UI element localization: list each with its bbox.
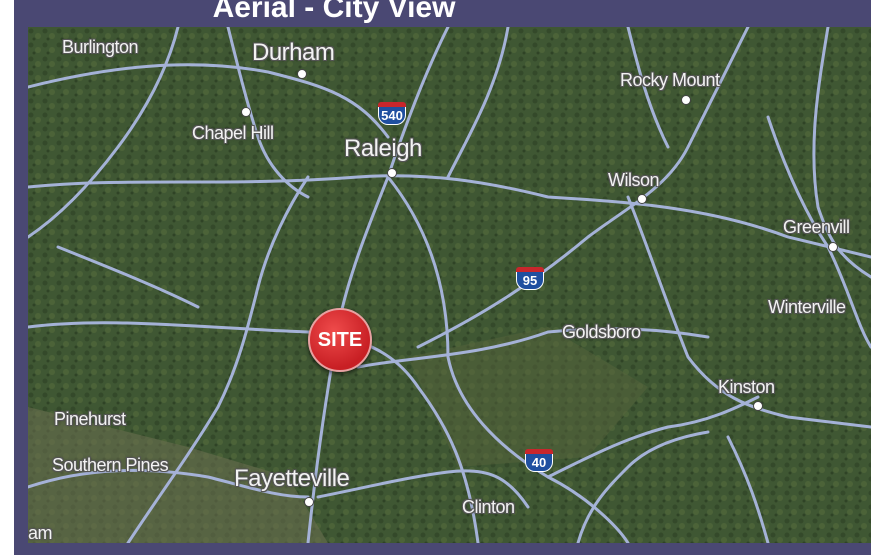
map-title: Aerial - City View: [212, 0, 456, 24]
city-dot-kinston: [753, 401, 763, 411]
city-label-rocky-mount: Rocky Mount: [620, 70, 720, 90]
city-dot-rocky-mount: [681, 95, 691, 105]
city-dot-fayetteville: [304, 497, 314, 507]
city-label-southern-pines: Southern Pines: [52, 455, 169, 475]
city-label-goldsboro: Goldsboro: [562, 322, 641, 342]
city-label-burlington: Burlington: [62, 37, 139, 57]
interstate-540-shield: 540: [378, 102, 406, 126]
interstate-40-number: 40: [525, 454, 553, 472]
city-label-wilson: Wilson: [608, 170, 660, 190]
city-label-greenville: Greenvill: [783, 217, 850, 237]
interstate-95-shield: 95: [516, 267, 544, 291]
city-dot-greenville: [828, 242, 838, 252]
city-label-durham: Durham: [252, 39, 335, 66]
aerial-map[interactable]: Burlington Durham Chapel Hill Raleigh Ro…: [28, 27, 871, 543]
city-dot-durham: [297, 69, 307, 79]
city-label-raleigh: Raleigh: [344, 135, 422, 162]
city-label-chapel-hill: Chapel Hill: [192, 123, 274, 143]
site-marker-label: SITE: [317, 328, 363, 351]
site-marker[interactable]: SITE: [308, 308, 372, 372]
city-dot-raleigh: [387, 168, 397, 178]
city-label-winterville: Winterville: [768, 297, 846, 317]
city-label-clinton: Clinton: [462, 497, 515, 517]
city-dot-wilson: [637, 194, 647, 204]
city-dot-chapel-hill: [241, 107, 251, 117]
city-label-edge: am: [28, 523, 53, 543]
interstate-95-number: 95: [516, 272, 544, 290]
city-label-kinston: Kinston: [718, 377, 775, 397]
interstate-540-number: 540: [378, 107, 406, 125]
city-label-fayetteville: Fayetteville: [234, 465, 350, 492]
map-terrain-roads: [28, 27, 871, 543]
city-label-pinehurst: Pinehurst: [54, 409, 126, 429]
interstate-40-shield: 40: [525, 449, 553, 473]
